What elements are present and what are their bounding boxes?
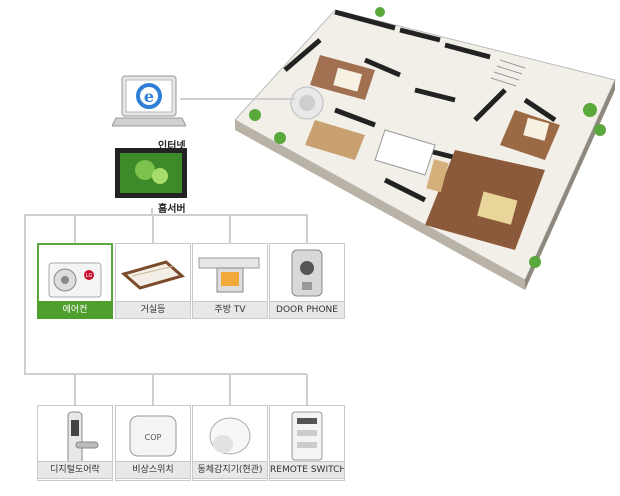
- homeserver-label: 홈서버: [158, 204, 186, 215]
- connector-hub-bottom: [24, 373, 307, 375]
- drop-7: [229, 374, 231, 406]
- device-label[interactable]: 주방 TV: [192, 301, 268, 319]
- connector-hub-top: [25, 214, 308, 216]
- connector-laptop-floorplan: [180, 98, 295, 100]
- drop-3: [229, 215, 231, 243]
- device-label[interactable]: 동체감지기(현관): [192, 461, 268, 479]
- air-conditioner-icon: LG: [48, 262, 102, 298]
- emergency-switch-icon: COP: [129, 415, 177, 457]
- device-label[interactable]: 디지털도어락: [37, 461, 113, 479]
- device-label[interactable]: 거실등: [115, 301, 191, 319]
- drop-2: [152, 215, 154, 243]
- drop-5: [74, 374, 76, 406]
- remote-switch-icon: [291, 411, 323, 461]
- drop-6: [152, 374, 154, 406]
- floor-plan-illustration: [225, 0, 620, 290]
- drop-1: [74, 215, 76, 243]
- connector-hub-left: [24, 214, 26, 374]
- svg-text:LG: LG: [86, 273, 93, 279]
- laptop-icon[interactable]: e: [112, 74, 186, 132]
- svg-text:e: e: [144, 87, 154, 106]
- device-label[interactable]: 에어컨: [37, 301, 113, 319]
- svg-text:COP: COP: [145, 433, 162, 442]
- device-label[interactable]: REMOTE SWITCH: [269, 461, 345, 479]
- drop-8: [306, 374, 308, 406]
- motion-sensor-icon: [209, 417, 251, 455]
- internet-label: 인터넷: [158, 141, 186, 152]
- connector-server-vertical: [151, 208, 153, 216]
- ceiling-light-icon: [120, 260, 186, 290]
- home-server-monitor-icon[interactable]: [115, 148, 187, 198]
- door-phone-icon: [291, 249, 323, 297]
- drop-4: [306, 215, 308, 243]
- device-label[interactable]: DOOR PHONE: [269, 301, 345, 319]
- device-label[interactable]: 비상스위치: [115, 461, 191, 479]
- kitchen-tv-icon: [198, 257, 260, 293]
- door-lock-icon: [67, 411, 99, 465]
